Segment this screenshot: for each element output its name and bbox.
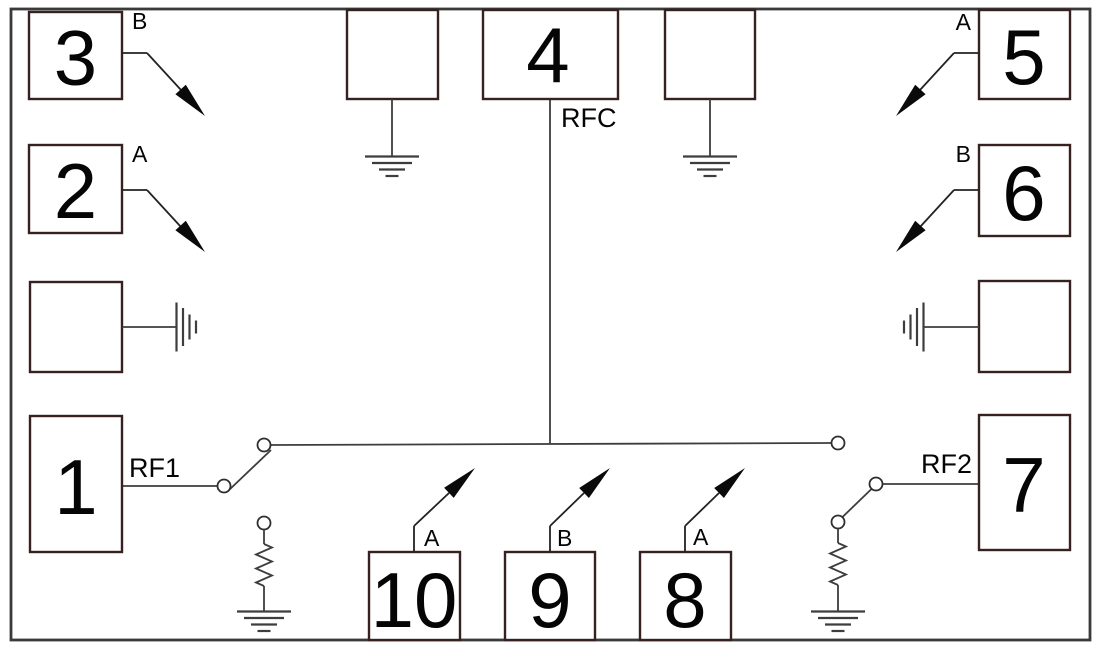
ground-symbol	[237, 610, 291, 633]
pad-box	[663, 8, 757, 101]
rf2-contact	[868, 476, 884, 492]
pad-8-port-label: A	[693, 524, 709, 550]
pad-5: 5 A	[896, 8, 1072, 116]
pad-3-number: 3	[54, 14, 97, 102]
ground-pad-left	[28, 280, 198, 374]
pad-10-number: 10	[371, 556, 458, 644]
bond-arrow	[896, 52, 979, 116]
pad-box	[28, 414, 124, 554]
pad-4-number: 4	[526, 11, 569, 99]
pad-6-port-label: B	[956, 141, 971, 167]
pad-box	[27, 10, 124, 101]
rf1-series-switch	[122, 437, 272, 531]
pad-8: 8 A	[638, 468, 745, 644]
ground-symbol	[365, 155, 419, 178]
pad-box	[345, 8, 440, 101]
pad-3-port-label: B	[132, 8, 147, 34]
ground-symbol-sideways	[175, 302, 198, 352]
rf2-switch-arm	[841, 487, 873, 519]
pad-10: 10 A	[367, 468, 475, 644]
rf2-termination-resistor	[811, 528, 865, 633]
pad-7: 7 RF2	[921, 413, 1072, 552]
resistor-zigzag	[827, 542, 849, 586]
pad-6: 6 B	[896, 141, 1072, 252]
pad-box	[977, 8, 1072, 101]
pad-box	[28, 280, 124, 374]
rf1-termination-resistor	[237, 529, 291, 633]
pad-9: 9 B	[503, 468, 610, 644]
bond-arrow	[413, 468, 475, 552]
ground-symbol-sideways	[902, 302, 925, 352]
rf1-termination-contact	[256, 515, 272, 531]
pad-2: 2 A	[27, 141, 205, 252]
pad-8-number: 8	[663, 556, 706, 644]
rf1-bus-contact	[256, 437, 272, 453]
ground-symbol	[811, 610, 865, 633]
pad-1-number: 1	[54, 443, 97, 531]
bond-arrow	[122, 189, 205, 252]
rf2-termination-contact	[830, 514, 846, 530]
pad-box	[977, 279, 1072, 374]
rf1-contact	[216, 478, 232, 494]
pad-10-port-label: A	[424, 525, 440, 551]
pad-4: 4 RFC	[481, 8, 620, 133]
ground-symbol	[683, 155, 737, 178]
ground-pad-top-right	[663, 8, 757, 178]
pad-6-number: 6	[1002, 149, 1045, 237]
pad-3: 3 B	[27, 8, 205, 116]
bond-arrow	[122, 52, 205, 116]
bond-arrow	[684, 468, 745, 552]
ground-pad-right	[902, 279, 1072, 374]
ground-pad-top-left	[345, 8, 440, 178]
pad-7-port-label: RF2	[921, 449, 972, 479]
rf2-bus-contact	[830, 435, 846, 451]
pad-2-port-label: A	[132, 141, 148, 167]
pad-box	[977, 143, 1072, 238]
pad-box	[27, 143, 124, 235]
resistor-zigzag	[253, 543, 275, 587]
bond-arrow	[549, 468, 610, 552]
rfc-bus-wire	[270, 442, 832, 446]
pad-2-number: 2	[54, 147, 97, 235]
pad-5-number: 5	[1002, 13, 1045, 101]
rf1-switch-arm	[227, 449, 272, 492]
pad-box	[481, 8, 620, 101]
pad-9-number: 9	[528, 556, 571, 644]
pad-1-port-label: RF1	[129, 453, 180, 483]
pad-box	[977, 413, 1072, 552]
pad-9-port-label: B	[557, 525, 572, 551]
pad-1: 1 RF1	[28, 414, 180, 554]
pad-4-port-label: RFC	[561, 103, 617, 133]
bond-arrow	[896, 189, 979, 252]
pad-5-port-label: A	[956, 9, 972, 35]
pad-7-number: 7	[1002, 441, 1045, 529]
